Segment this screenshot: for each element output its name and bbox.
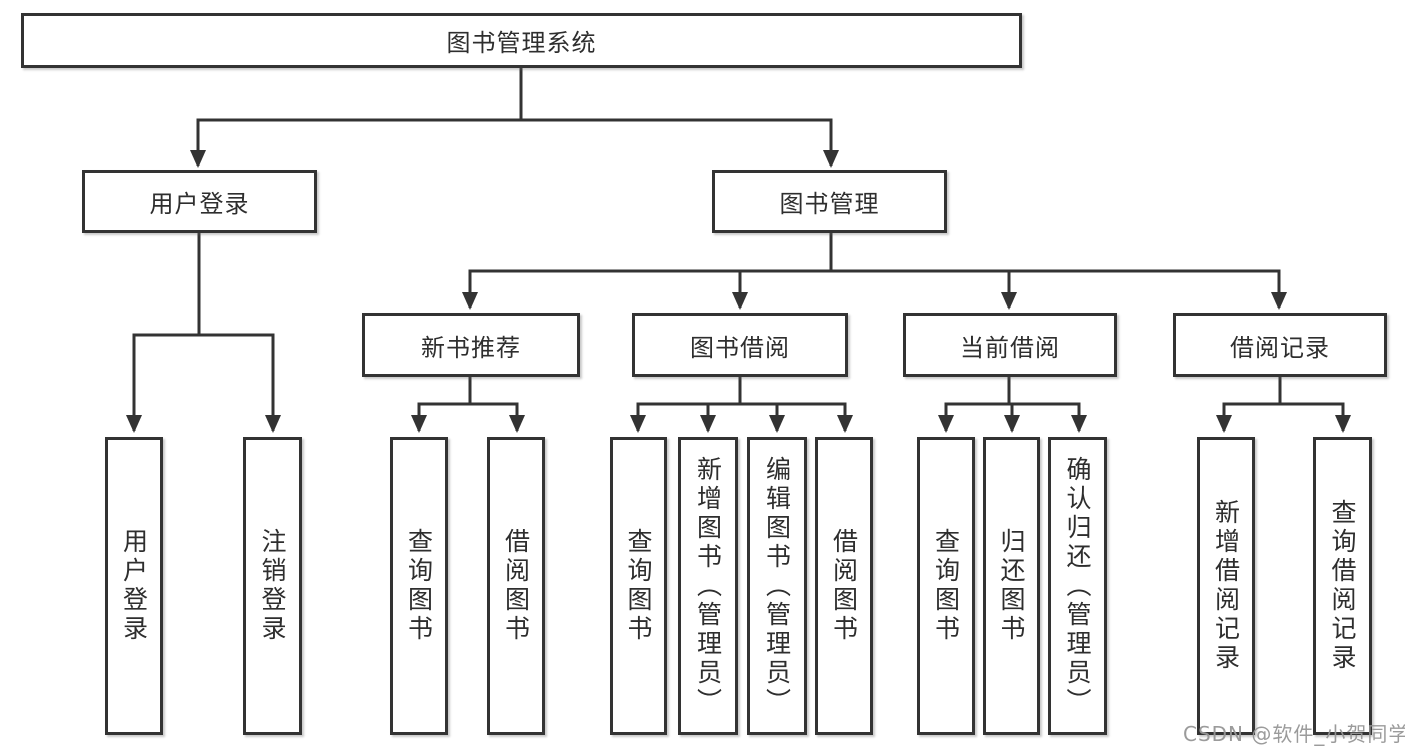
node-book-borrow-label: 图书借阅	[690, 333, 790, 362]
leaf-edit-book-admin-label: 编辑图书（管理员）	[762, 455, 792, 717]
node-current-borrow-label: 当前借阅	[960, 333, 1060, 362]
leaf-confirm-return-admin-label: 确认归还（管理员）	[1063, 455, 1092, 717]
node-library-system-label: 图书管理系统	[446, 29, 597, 57]
leaf-query-books-recommend-label: 查询图书	[404, 528, 434, 644]
leaf-query-books-borrow: 查询图书	[610, 437, 667, 735]
leaf-query-books-current-label: 查询图书	[931, 528, 961, 644]
node-user-login: 用户登录	[82, 170, 317, 233]
leaf-logout: 注销登录	[243, 437, 302, 735]
node-book-management: 图书管理	[712, 170, 947, 233]
leaf-query-books-recommend: 查询图书	[390, 437, 448, 735]
leaf-return-books-label: 归还图书	[997, 528, 1026, 644]
node-borrow-records: 借阅记录	[1173, 313, 1387, 377]
leaf-borrow-books-2-label: 借阅图书	[829, 528, 859, 644]
leaf-borrow-books-recommend-label: 借阅图书	[501, 528, 531, 644]
leaf-query-books-borrow-label: 查询图书	[624, 528, 653, 644]
node-book-borrow: 图书借阅	[632, 313, 848, 377]
watermark: CSDN @软件_小贺同学	[1183, 722, 1405, 746]
leaf-edit-book-admin: 编辑图书（管理员）	[747, 437, 807, 735]
leaf-user-login: 用户登录	[105, 437, 163, 735]
leaf-query-books-current: 查询图书	[917, 437, 975, 735]
node-user-login-label: 用户登录	[149, 190, 250, 218]
leaf-confirm-return-admin: 确认归还（管理员）	[1048, 437, 1107, 735]
node-new-book-recommend-label: 新书推荐	[421, 333, 521, 362]
node-book-management-label: 图书管理	[779, 190, 880, 218]
node-borrow-records-label: 借阅记录	[1230, 333, 1330, 362]
leaf-add-book-admin-label: 新增图书（管理员）	[693, 455, 723, 717]
leaf-return-books: 归还图书	[983, 437, 1040, 735]
leaf-add-borrow-record-label: 新增借阅记录	[1211, 499, 1241, 673]
node-library-system: 图书管理系统	[21, 13, 1022, 68]
leaf-add-book-admin: 新增图书（管理员）	[678, 437, 738, 735]
node-current-borrow: 当前借阅	[903, 313, 1117, 377]
leaf-add-borrow-record: 新增借阅记录	[1197, 437, 1255, 735]
leaf-logout-label: 注销登录	[258, 528, 287, 644]
leaf-query-borrow-record: 查询借阅记录	[1313, 437, 1372, 735]
leaf-query-borrow-record-label: 查询借阅记录	[1328, 499, 1357, 673]
leaf-user-login-label: 用户登录	[119, 528, 149, 644]
node-new-book-recommend: 新书推荐	[362, 313, 580, 377]
leaf-borrow-books-2: 借阅图书	[815, 437, 873, 735]
leaf-borrow-books-recommend: 借阅图书	[487, 437, 545, 735]
